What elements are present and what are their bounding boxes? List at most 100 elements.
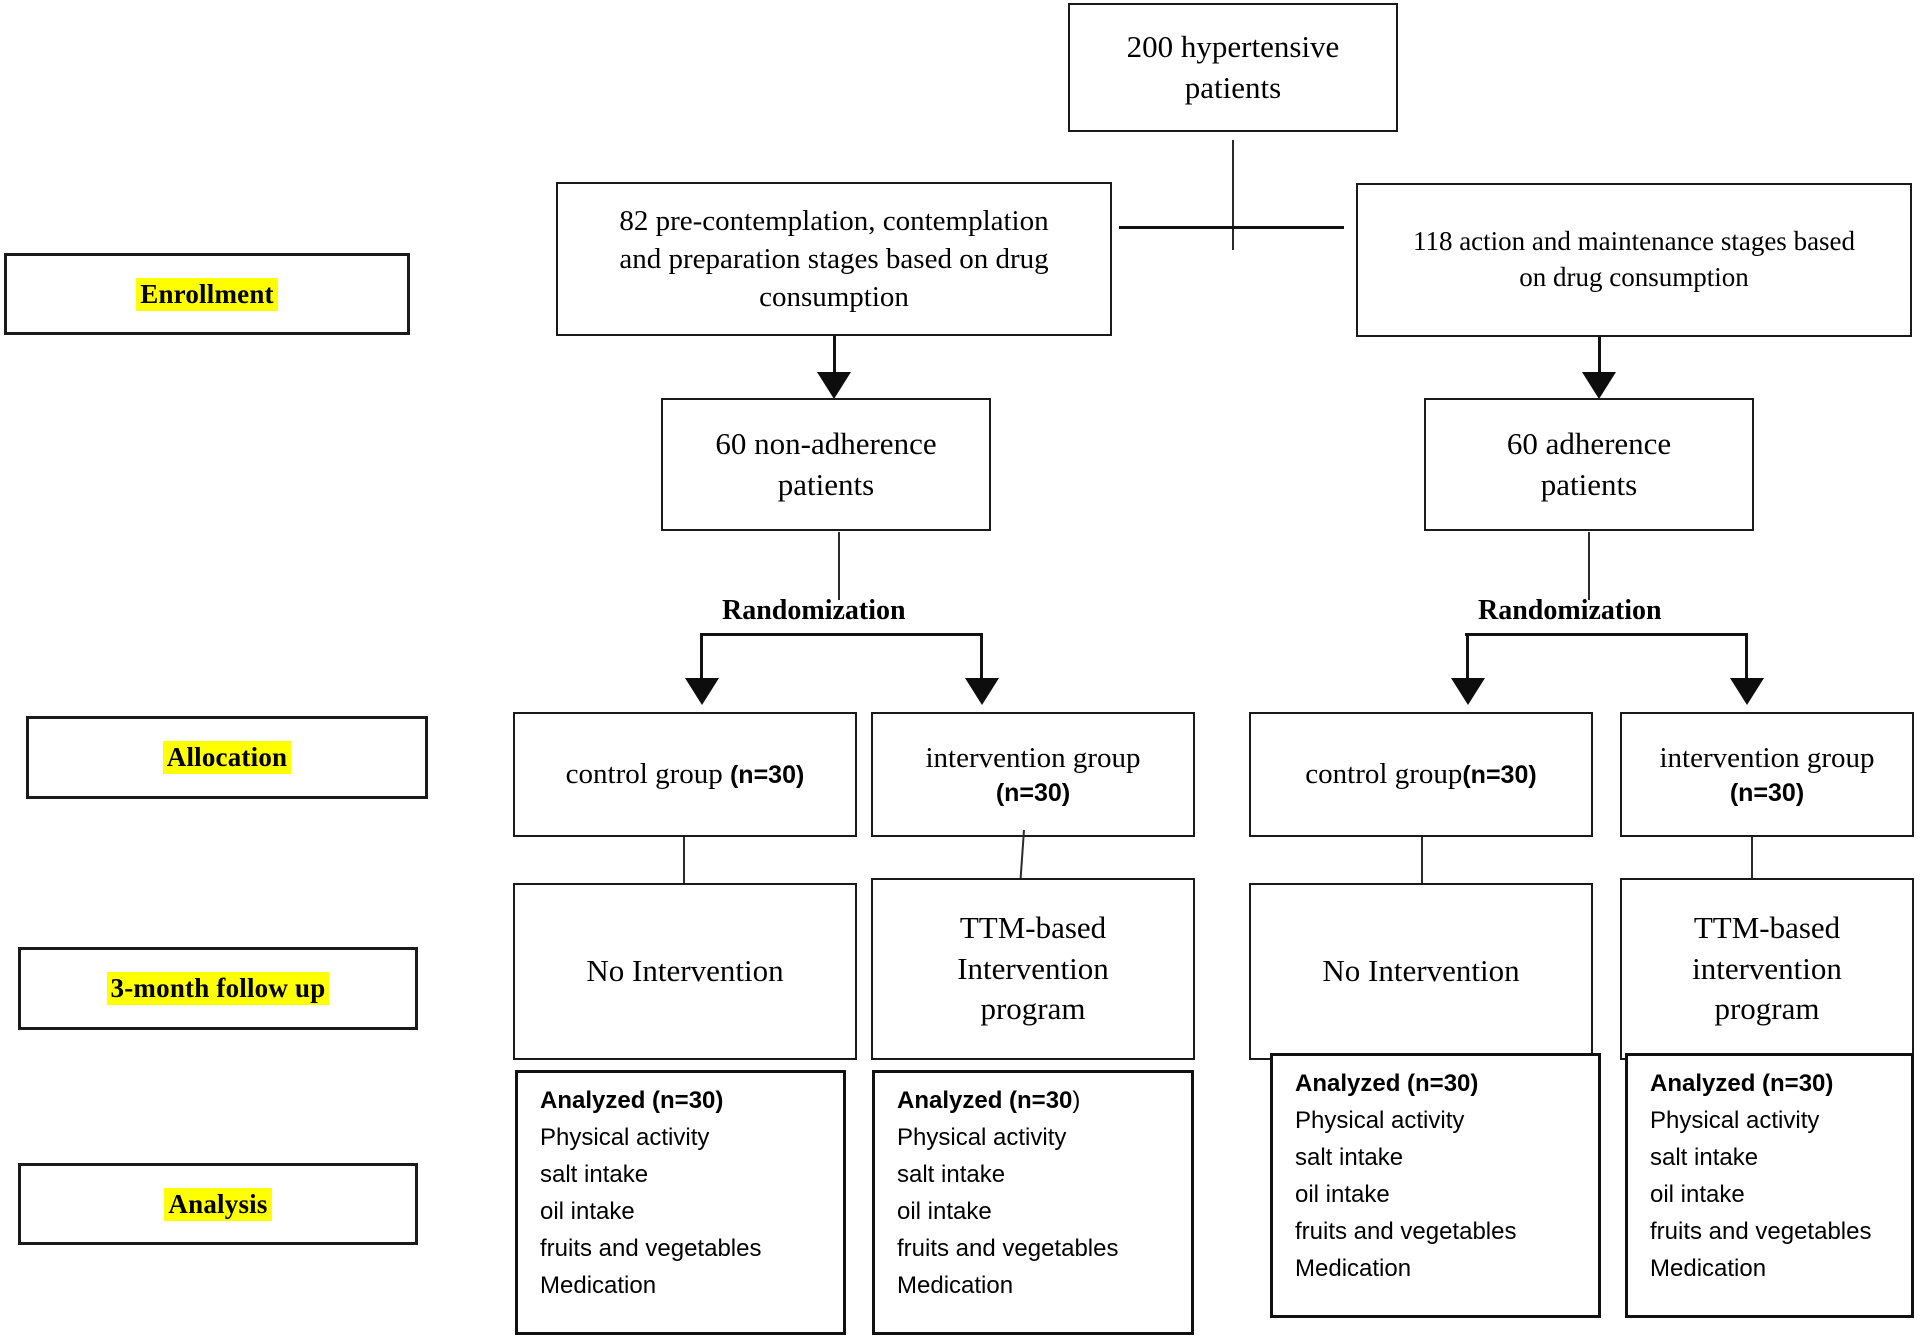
analysis-item: fruits and vegetables [540,1235,762,1262]
analysis-item: Physical activity [897,1124,1067,1151]
analysis-item: Physical activity [540,1124,710,1151]
left-intervention-followup-line2: Intervention [957,950,1109,986]
right-control-n: (n=30) [1462,761,1537,790]
connector-root-vertical [1232,140,1234,250]
analysis-item: Medication [1650,1255,1767,1282]
left-control-text: control group [565,758,730,791]
analysis-item: Medication [897,1272,1014,1299]
node-left-intervention-analysis: Analyzed (n=30) Physical activity salt i… [872,1070,1194,1335]
left-stage-line3: consumption [759,281,909,314]
arrow-left-stage-to-adherence [817,372,851,399]
root-line2: patients [1184,69,1282,105]
analysis-head-tail: ) [1072,1087,1081,1114]
stage-box-followup: 3-month follow up [18,947,418,1030]
stage-label-allocation: Allocation [162,741,292,774]
node-right-control-analysis: Analyzed (n=30) Physical activity salt i… [1270,1053,1601,1318]
left-intervention-followup-line1: TTM-based [959,909,1107,945]
analysis-item: Medication [1295,1255,1412,1282]
right-intervention-n: (n=30) [1729,779,1805,808]
right-intervention-text: intervention group [1659,741,1875,774]
arrow-right-stage-to-adherence [1582,372,1616,399]
analysis-head: Analyzed (n=30) [1295,1072,1598,1096]
right-control-followup-line1: No Intervention [1322,953,1520,989]
right-stage-line2: on drug consumption [1519,262,1749,292]
right-control-text: control group [1305,758,1463,791]
left-intervention-text: intervention group [925,741,1141,774]
node-left-intervention-followup: TTM-based Intervention program [871,878,1195,1060]
analysis-item: fruits and vegetables [1295,1218,1517,1245]
stage-box-enrollment: Enrollment [4,253,410,335]
left-control-followup-line1: No Intervention [586,953,784,989]
analysis-head: Analyzed (n=30) [897,1089,1191,1113]
randomization-label-right: Randomization [1478,595,1662,626]
connector-right-intervention-branch [1745,636,1748,684]
right-intervention-followup-line3: program [1714,991,1820,1027]
analysis-head-bold: Analyzed (n=30) [540,1087,724,1114]
analysis-head-bold: Analyzed (n=30 [897,1087,1073,1114]
arrow-left-intervention [965,678,999,705]
connector-split-horizontal [1119,226,1344,229]
node-right-intervention-analysis: Analyzed (n=30) Physical activity salt i… [1625,1053,1914,1318]
node-right-adherence: 60 adherence patients [1424,398,1754,531]
node-right-stage: 118 action and maintenance stages based … [1356,183,1912,337]
right-intervention-followup-line1: TTM-based [1693,909,1841,945]
analysis-item: salt intake [1295,1144,1404,1171]
node-left-control-followup: No Intervention [513,883,857,1060]
stage-box-allocation: Allocation [26,716,428,799]
analysis-item: oil intake [540,1198,635,1225]
connector-right-control-branch [1466,636,1469,684]
analysis-head-bold: Analyzed (n=30) [1650,1070,1834,1097]
node-right-control-group: control group(n=30) [1249,712,1593,837]
left-control-n: (n=30) [729,761,805,790]
left-intervention-followup-line3: program [980,991,1086,1027]
connector-right-stage-to-adherence [1598,337,1601,381]
left-stage-line2: and preparation stages based on drug [619,242,1049,275]
stage-label-enrollment: Enrollment [136,277,278,311]
connector-right-adherence-to-randomization [1588,532,1590,600]
left-stage-line1: 82 pre-contemplation, contemplation [619,204,1049,237]
right-intervention-followup-line2: intervention [1692,950,1842,986]
analysis-item: salt intake [1650,1144,1759,1171]
right-adherence-line1: 60 adherence [1506,425,1672,461]
randomization-bar-right [1465,633,1748,636]
stage-label-analysis: Analysis [164,1187,272,1221]
analysis-item: salt intake [540,1161,649,1188]
arrow-left-control [685,678,719,705]
connector-left-stage-to-adherence [833,336,836,380]
analysis-head-bold: Analyzed (n=30) [1295,1070,1479,1097]
arrow-right-intervention [1730,678,1764,705]
analysis-item: oil intake [897,1198,992,1225]
analysis-item: Physical activity [1650,1107,1820,1134]
stage-label-followup: 3-month follow up [106,972,330,1005]
node-left-control-group: control group (n=30) [513,712,857,837]
analysis-item: Physical activity [1295,1107,1465,1134]
analysis-item: fruits and vegetables [897,1235,1119,1262]
stage-box-analysis: Analysis [18,1163,418,1245]
arrow-right-control [1451,678,1485,705]
connector-right-intervention-to-followup [1751,837,1753,897]
left-adherence-line2: patients [777,466,875,502]
analysis-head: Analyzed (n=30) [1650,1072,1911,1096]
connector-left-control-branch [700,636,703,684]
connector-left-control-to-followup [683,837,685,897]
analysis-head: Analyzed (n=30) [540,1089,843,1113]
node-right-intervention-followup: TTM-based intervention program [1620,878,1914,1060]
analysis-item: oil intake [1295,1181,1390,1208]
node-left-control-analysis: Analyzed (n=30) Physical activity salt i… [515,1070,846,1335]
analysis-item: fruits and vegetables [1650,1218,1872,1245]
root-line1: 200 hypertensive [1126,28,1340,64]
analysis-item: Medication [540,1272,657,1299]
analysis-item: oil intake [1650,1181,1745,1208]
connector-right-control-to-followup [1421,837,1423,897]
randomization-label-left: Randomization [722,595,906,626]
node-right-intervention-group: intervention group (n=30) [1620,712,1914,837]
left-intervention-n: (n=30) [995,779,1071,808]
node-left-stage: 82 pre-contemplation, contemplation and … [556,182,1112,336]
left-adherence-line1: 60 non-adherence [715,425,937,461]
right-adherence-line2: patients [1540,466,1638,502]
node-root: 200 hypertensive patients [1068,3,1398,132]
connector-left-intervention-branch [980,636,983,684]
connector-left-adherence-to-randomization [838,532,840,600]
analysis-item: salt intake [897,1161,1006,1188]
